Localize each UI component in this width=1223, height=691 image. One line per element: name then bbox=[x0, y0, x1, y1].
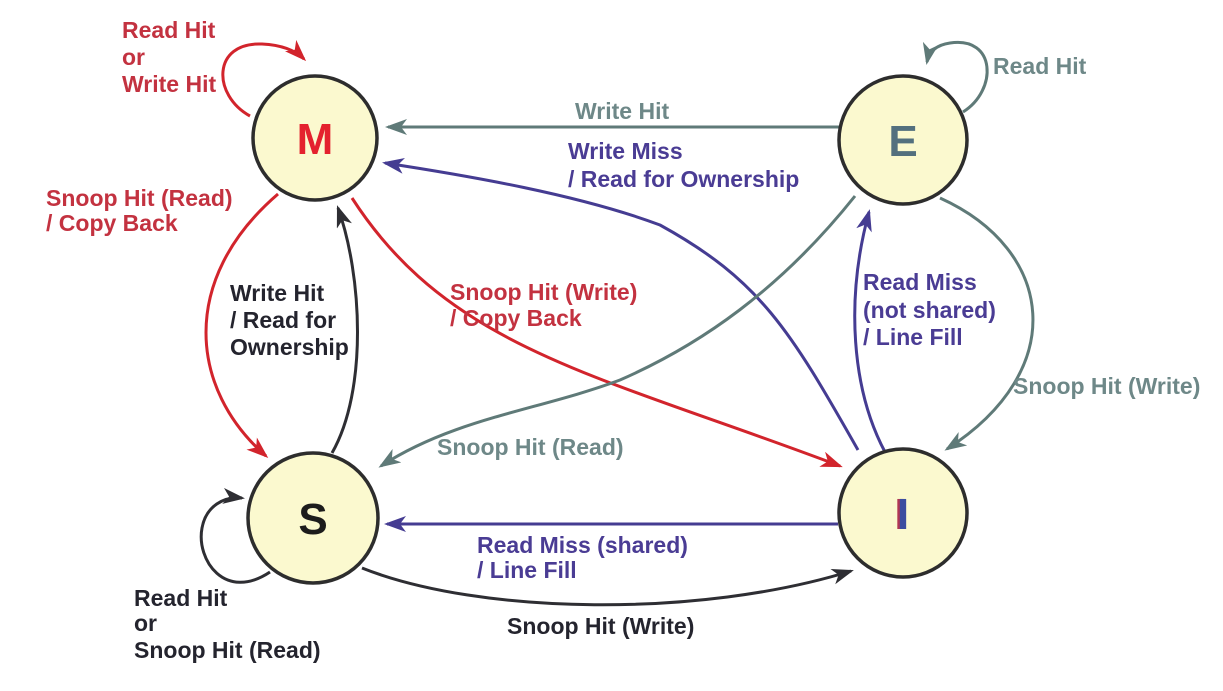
label-s-to-m-line1: Write Hit bbox=[230, 280, 324, 306]
node-e-label: E bbox=[888, 117, 917, 166]
node-s-label: S bbox=[298, 495, 327, 544]
label-i-to-s-line1: Read Miss (shared) bbox=[477, 532, 688, 558]
edge-i-to-e-arrow bbox=[853, 209, 887, 453]
edge-m-to-s-arrow bbox=[204, 192, 279, 458]
label-i-to-m-line2: / Read for Ownership bbox=[568, 166, 799, 192]
label-m-to-s-line1: Snoop Hit (Read) bbox=[46, 185, 233, 211]
edge-e-to-i-arrow bbox=[939, 196, 1035, 451]
edge-e-self-loop-arrow bbox=[922, 40, 989, 114]
label-m-self-line3: Write Hit bbox=[122, 71, 216, 97]
edge-m-self-loop-arrow bbox=[221, 39, 307, 118]
edge-i-to-m-arrow bbox=[382, 157, 860, 451]
label-m-self-line1: Read Hit bbox=[122, 17, 216, 43]
label-i-to-e-line3: / Line Fill bbox=[863, 324, 963, 350]
label-e-to-m-line1: Write Hit bbox=[575, 98, 669, 124]
node-s-circle bbox=[246, 451, 380, 585]
label-s-self-line2: or bbox=[134, 610, 157, 636]
label-e-to-i-line1: Snoop Hit (Write) bbox=[1013, 373, 1200, 399]
node-i-label-fringe: I bbox=[894, 490, 906, 539]
label-i-to-m-line1: Write Miss bbox=[568, 138, 683, 164]
label-s-to-m-line3: Ownership bbox=[230, 334, 349, 360]
label-i-to-s-line2: / Line Fill bbox=[477, 557, 577, 583]
label-m-to-s-line2: / Copy Back bbox=[46, 210, 178, 236]
label-e-to-s-line1: Snoop Hit (Read) bbox=[437, 434, 624, 460]
label-i-to-e-line1: Read Miss bbox=[863, 269, 977, 295]
edge-s-self-loop-arrow bbox=[199, 487, 271, 584]
edge-s-to-m-arrow bbox=[330, 205, 359, 454]
node-m-circle bbox=[251, 74, 379, 202]
label-m-to-i-line2: / Copy Back bbox=[450, 305, 582, 331]
label-i-to-e-line2: (not shared) bbox=[863, 297, 996, 323]
label-e-self-line1: Read Hit bbox=[993, 53, 1087, 79]
node-e-circle bbox=[837, 74, 969, 206]
edge-e-to-s-arrow bbox=[378, 195, 857, 468]
label-m-to-i-line1: Snoop Hit (Write) bbox=[450, 279, 637, 305]
node-i-circle bbox=[837, 447, 969, 579]
edge-s-to-i-arrow bbox=[361, 566, 854, 607]
node-i-label: I bbox=[897, 490, 909, 539]
label-s-self-line3: Snoop Hit (Read) bbox=[134, 637, 321, 663]
edge-m-to-i-arrow bbox=[350, 197, 843, 468]
label-s-to-i-line1: Snoop Hit (Write) bbox=[507, 613, 694, 639]
label-s-to-m-line2: / Read for bbox=[230, 307, 336, 333]
label-s-self-line1: Read Hit bbox=[134, 585, 228, 611]
label-m-self-line2: or bbox=[122, 44, 145, 70]
node-m-label: M bbox=[297, 115, 334, 164]
